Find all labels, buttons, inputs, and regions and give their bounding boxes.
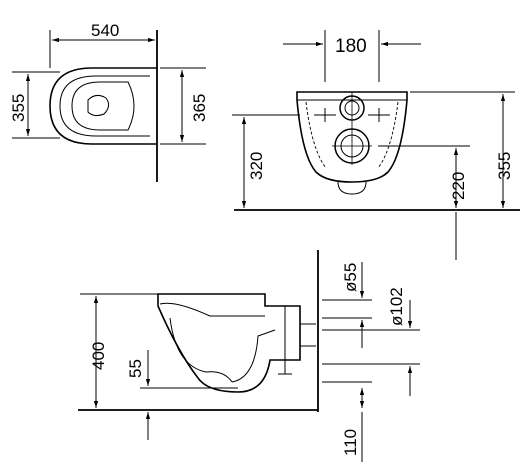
width-label: 540	[91, 21, 119, 40]
fixing-height-label: 320	[247, 152, 266, 180]
depth-right-label: 365	[190, 94, 209, 122]
depth-left-dimension: 355	[9, 71, 60, 139]
side-view: 400 55 ø55 ø102 11	[78, 250, 420, 462]
small-pipe-dimension: ø55	[322, 262, 372, 348]
outlet-height-label: 220	[449, 172, 468, 200]
bowl-plan-outline	[49, 30, 158, 182]
depth-left-label: 355	[9, 94, 28, 122]
small-pipe-label: ø55	[341, 263, 360, 292]
total-height-dimension: 355	[410, 91, 515, 208]
rim-height-label: 400	[89, 342, 108, 370]
outlet-height-side-dimension: 55	[126, 350, 238, 440]
width-dimension: 540	[49, 21, 155, 68]
fixing-bolts	[314, 108, 390, 122]
outlet-height-dimension: 220	[378, 145, 470, 260]
outlet-height-side-label: 55	[126, 359, 145, 378]
total-height-label: 355	[495, 152, 514, 180]
large-pipe-dimension: ø102	[322, 287, 420, 396]
floor-height-dimension: 110	[322, 381, 372, 462]
fixing-spacing-label: 180	[335, 36, 367, 57]
fixing-height-dimension: 320	[232, 114, 300, 208]
depth-right-dimension: 365	[160, 67, 209, 145]
pipe-openings	[332, 92, 372, 165]
bowl-side-outline	[157, 293, 316, 393]
top-view: 540 355 365	[9, 21, 209, 182]
front-view: 180 320 220 355	[232, 30, 520, 260]
fixing-spacing-dimension: 180	[283, 30, 421, 82]
rim-height-dimension: 400	[80, 293, 158, 408]
large-pipe-label: ø102	[387, 287, 406, 326]
floor-height-label: 110	[341, 429, 360, 456]
